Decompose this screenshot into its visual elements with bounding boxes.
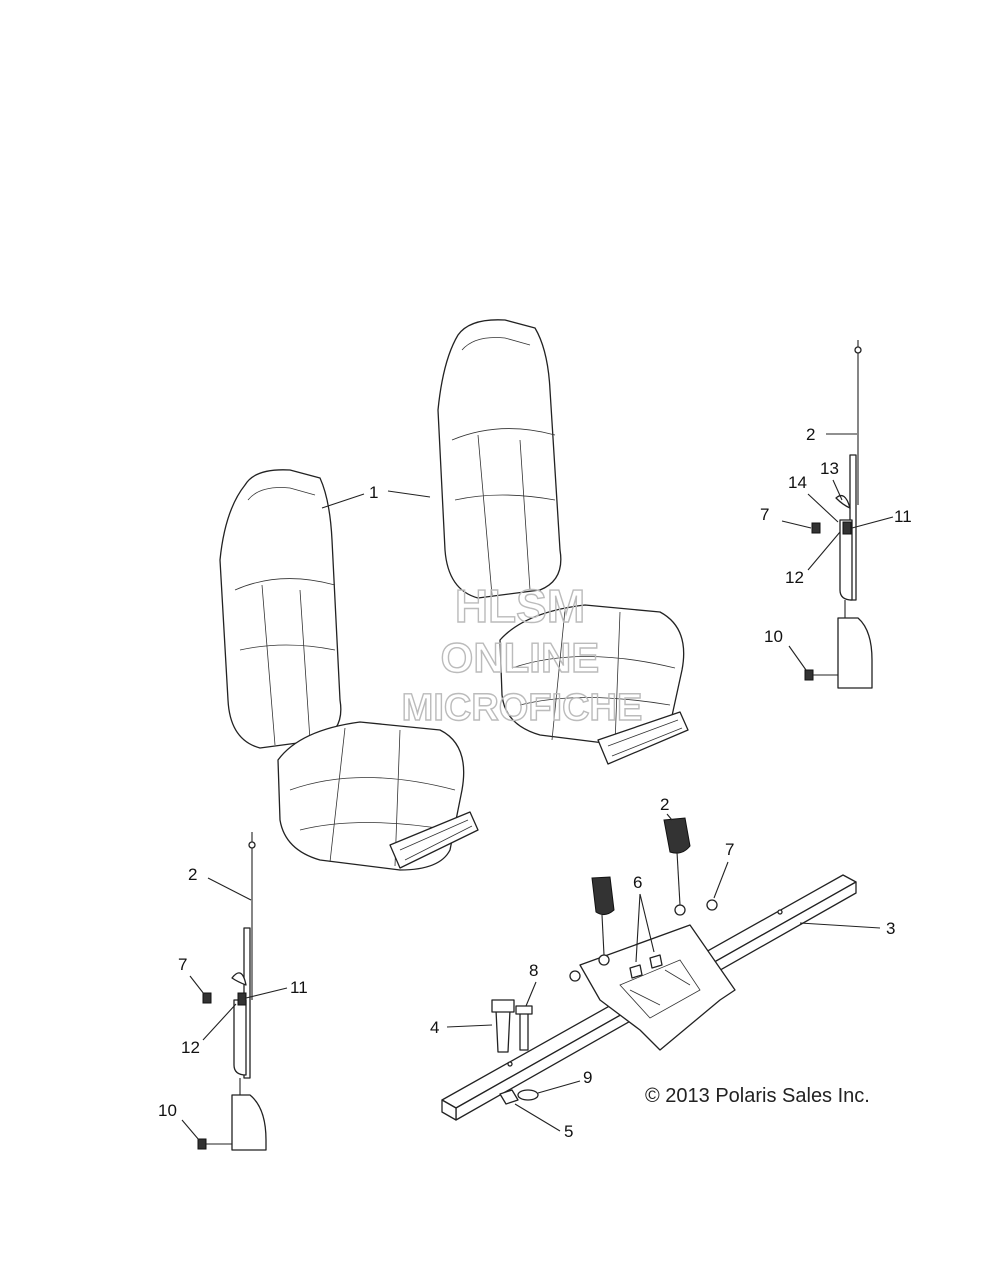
watermark-line1: HLSM	[455, 580, 585, 632]
callout-m-5: 5	[564, 1122, 573, 1141]
callout-m-3: 3	[886, 919, 895, 938]
leader-1	[321, 490, 431, 509]
callout-r-7: 7	[760, 505, 769, 524]
copyright-notice: © 2013 Polaris Sales Inc.	[645, 1085, 870, 1107]
watermark-line3: MICROFICHE	[402, 687, 643, 729]
callout-1: 1	[369, 483, 378, 502]
callout-m-8: 8	[529, 961, 538, 980]
watermark: HLSM ONLINE MICROFICHE	[401, 579, 643, 729]
seat-right	[437, 319, 689, 765]
belt-detail-left	[197, 832, 267, 1151]
callout-r-2: 2	[806, 425, 815, 444]
callout-l-7: 7	[178, 955, 187, 974]
callout-m-2: 2	[660, 795, 669, 814]
callout-l-2: 2	[188, 865, 197, 884]
callout-r-10: 10	[764, 627, 783, 646]
callout-r-14: 14	[788, 473, 807, 492]
seat-left	[219, 469, 479, 871]
callout-m-9: 9	[583, 1068, 592, 1087]
callout-m-6: 6	[633, 873, 642, 892]
callout-r-11: 11	[894, 507, 912, 526]
watermark-line2: ONLINE	[441, 634, 600, 681]
callout-m-4: 4	[430, 1018, 439, 1037]
callout-l-12: 12	[181, 1038, 200, 1057]
belt-detail-right	[804, 340, 873, 689]
seat-rail-assembly	[441, 817, 857, 1121]
callout-m-7: 7	[725, 840, 734, 859]
callout-r-13: 13	[820, 459, 839, 478]
callout-l-10: 10	[158, 1101, 177, 1120]
callout-l-11: 11	[290, 978, 308, 997]
callout-r-12: 12	[785, 568, 804, 587]
